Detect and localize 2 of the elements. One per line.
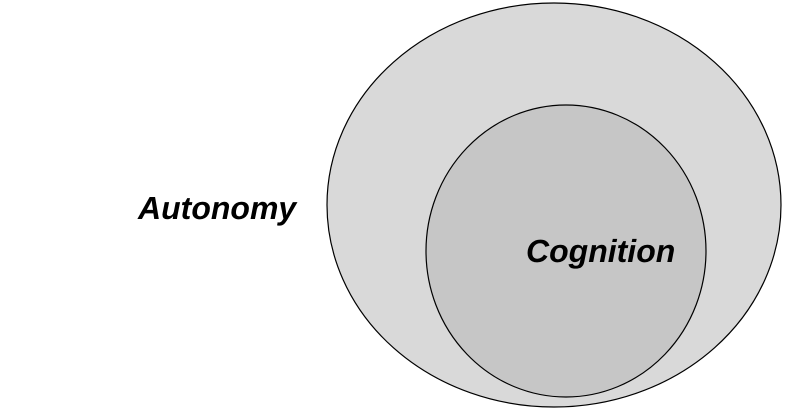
set-label: Autonomy: [138, 192, 296, 224]
set-label: Cognition: [526, 235, 676, 267]
